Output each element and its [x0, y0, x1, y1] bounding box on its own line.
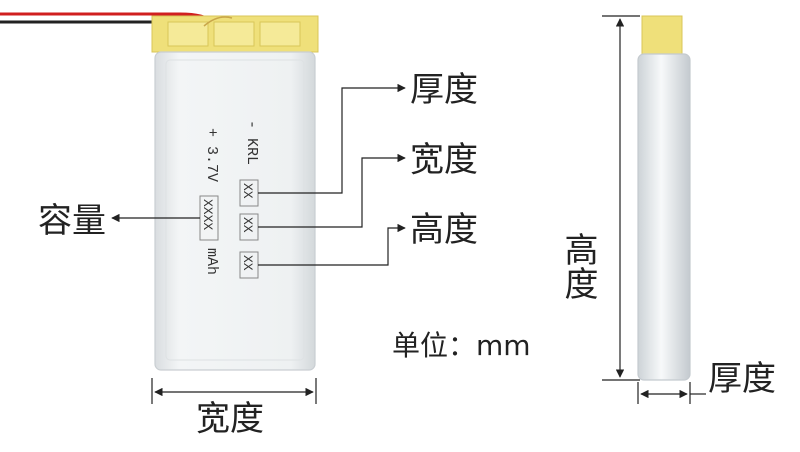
capacity-unit: mAh: [203, 248, 220, 275]
battery-body: [154, 51, 316, 371]
tab-pad-1: [167, 21, 209, 47]
side-thickness-label: 厚度: [708, 359, 776, 399]
svg-text:XX: XX: [240, 255, 255, 271]
leader-height: [258, 223, 406, 266]
brand-label: - KRL: [243, 120, 260, 165]
tab-pad-2: [213, 21, 255, 47]
leader-thickness: [258, 83, 406, 194]
side-tab: [641, 15, 683, 57]
svg-text:高度: 高度: [558, 232, 598, 300]
side-battery: [637, 15, 691, 381]
callout-leaders: [111, 83, 406, 266]
svg-text:XXXX: XXXX: [200, 199, 215, 230]
front-width-label: 宽度: [196, 399, 264, 439]
voltage-label: + 3.7V: [203, 128, 220, 182]
callout-height: 高度: [410, 210, 478, 250]
height-dimension: [602, 15, 640, 381]
side-height-label: 高度: [558, 232, 598, 300]
leader-width: [258, 153, 406, 228]
callout-width: 宽度: [410, 140, 478, 180]
front-battery: - KRL XX XX XX + 3.7V XXXX: [0, 12, 319, 371]
svg-text:XX: XX: [240, 183, 255, 199]
side-body: [637, 53, 691, 381]
width-dimension: [151, 378, 317, 404]
thickness-dimension: [637, 382, 706, 404]
callout-capacity: 容量: [38, 201, 106, 241]
svg-text:XX: XX: [240, 217, 255, 233]
callout-thickness: 厚度: [410, 70, 478, 110]
tab-pad-3: [259, 21, 301, 47]
unit-note: 单位：mm: [392, 329, 531, 362]
